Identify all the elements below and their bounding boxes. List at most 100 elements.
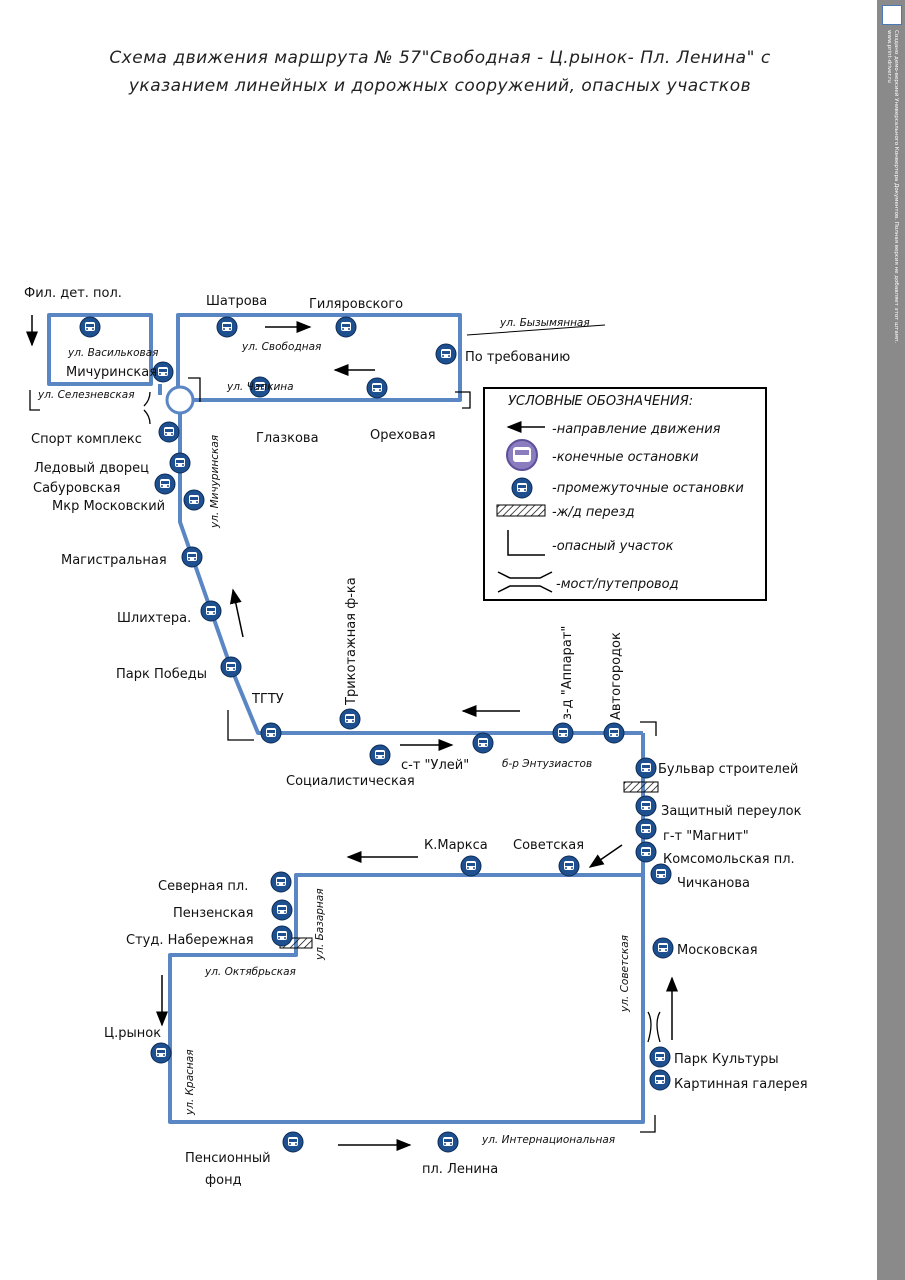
bus-stop-icon xyxy=(635,818,657,840)
street-labels: ул. Васильковая ул. Селезневская ул. Сво… xyxy=(37,317,631,1146)
stop-label: пл. Ленина xyxy=(422,1162,498,1177)
stop-label: Бульвар строителей xyxy=(658,762,798,777)
stop-label: з-д "Аппарат" xyxy=(560,626,575,720)
street-label: ул. Красная xyxy=(184,1049,196,1116)
direction-arrows xyxy=(26,315,678,1151)
stop-label: Мичуринская xyxy=(66,365,157,380)
stop-label: Социалистическая xyxy=(286,774,415,789)
bus-stop-icon xyxy=(650,863,672,885)
stop-label: фонд xyxy=(205,1173,242,1188)
stop-label: Гиляровского xyxy=(309,297,403,312)
danger-icon xyxy=(507,530,545,556)
bus-stop-icon xyxy=(558,855,580,877)
legend-item: -конечные остановки xyxy=(552,450,699,465)
legend: УСЛОВНЫЕ ОБОЗНАЧЕНИЯ: -направление движе… xyxy=(483,387,767,601)
street-label: ул. Мичуринская xyxy=(209,435,221,529)
stop-label: Магистральная xyxy=(61,553,167,568)
bus-stop-icon xyxy=(271,925,293,947)
stop-label: Северная пл. xyxy=(158,879,248,894)
street-label: ул. Бызымянная xyxy=(499,317,590,329)
rail-crossing-icon xyxy=(496,504,546,517)
watermark-logo xyxy=(882,5,902,25)
bus-stop-icon xyxy=(552,722,574,744)
bus-stop-icon xyxy=(220,656,242,678)
street-label: б-р Энтузиастов xyxy=(502,758,592,770)
stop-label: По требованию xyxy=(465,350,570,365)
rail-crossing-icon xyxy=(623,781,659,793)
legend-item: -ж/д перезд xyxy=(552,505,635,520)
stop-label: Ц.рынок xyxy=(104,1026,161,1041)
bus-stop-icon xyxy=(511,477,533,499)
bus-stop-icon xyxy=(335,316,357,338)
bus-stop-icon xyxy=(652,937,674,959)
map-title-line2: указанием линейных и дорожных сооружений… xyxy=(128,76,752,96)
bus-stop-icon xyxy=(472,732,494,754)
bus-stop-icon xyxy=(339,708,361,730)
bus-stop-icon xyxy=(649,1046,671,1068)
bus-stop-icon xyxy=(460,855,482,877)
stop-label: Ледовый дворец xyxy=(34,461,149,476)
bus-stop-icon xyxy=(603,722,625,744)
stop-label: с-т "Улей" xyxy=(401,758,469,773)
stop-label: Трикотажная ф-ка xyxy=(344,577,359,706)
stop-label: ТГТУ xyxy=(251,692,284,707)
stop-label: Шлихтера. xyxy=(117,611,191,626)
street-label: ул. Селезневская xyxy=(37,389,135,401)
stop-label: Чичканова xyxy=(677,876,750,891)
street-label: ул. Советская xyxy=(619,935,631,1013)
stop-label: Шатрова xyxy=(206,294,267,309)
street-label: ул. Базарная xyxy=(314,888,326,961)
stop-label: Комсомольская пл. xyxy=(663,852,795,867)
danger-sections xyxy=(29,377,657,1133)
stop-label: Парк Культуры xyxy=(674,1052,779,1067)
bus-stop-icon xyxy=(635,757,657,779)
bridge-icon xyxy=(497,571,553,593)
legend-item: -направление движения xyxy=(552,422,721,437)
street-label: ул. Октябрьская xyxy=(204,966,296,978)
stop-label: Мкр Московский xyxy=(52,499,165,514)
watermark-strip: Создано демо-версией Универсального Конв… xyxy=(877,0,905,1280)
stop-label: Защитный переулок xyxy=(661,804,802,819)
terminal-stop-icon xyxy=(506,439,538,471)
stop-label: г-т "Магнит" xyxy=(663,829,749,844)
bus-stop-icon xyxy=(154,473,176,495)
bus-stop-icon xyxy=(169,452,191,474)
bus-stop-icon xyxy=(183,489,205,511)
stop-label: Пенсионный xyxy=(185,1151,271,1166)
bus-stop-icon xyxy=(271,899,293,921)
stop-label: Сабуровская xyxy=(33,481,120,496)
bus-stop-icon xyxy=(181,546,203,568)
map-title-line1: Схема движения маршрута № 57"Свободная -… xyxy=(109,48,771,68)
street-leader-line xyxy=(466,324,606,336)
bus-stop-icon xyxy=(635,841,657,863)
bus-stop-icon xyxy=(200,600,222,622)
legend-item: -опасный участок xyxy=(552,539,674,554)
stop-label: Глазкова xyxy=(256,431,319,446)
stop-label: Картинная галерея xyxy=(674,1077,808,1092)
stop-label: Пензенская xyxy=(173,906,253,921)
stop-label: К.Маркса xyxy=(424,838,488,853)
street-label: ул. Свободная xyxy=(241,341,321,353)
legend-box xyxy=(483,387,767,601)
stop-label: Студ. Набережная xyxy=(126,933,254,948)
bus-stop-icon xyxy=(366,377,388,399)
bus-stop-icon xyxy=(635,795,657,817)
street-label: ул. Чапкина xyxy=(226,381,294,393)
stop-label: Спорт комплекс xyxy=(31,432,142,447)
bus-stop-icon xyxy=(260,722,282,744)
bus-stop-icon xyxy=(437,1131,459,1153)
legend-item: -мост/путепровод xyxy=(556,577,679,592)
bus-stop-icon xyxy=(79,316,101,338)
bus-stop-icon xyxy=(649,1069,671,1091)
bus-stop-icon xyxy=(270,871,292,893)
bus-stop-icon xyxy=(150,1042,172,1064)
legend-heading: УСЛОВНЫЕ ОБОЗНАЧЕНИЯ: xyxy=(508,394,693,409)
stop-label: Фил. дет. пол. xyxy=(24,286,122,301)
bridge-marks xyxy=(143,391,661,1043)
bus-stop-icon xyxy=(435,343,457,365)
watermark-text: Создано демо-версией Универсального Конв… xyxy=(886,30,899,344)
route-map: Фил. дет. пол. Шатрова Гиляровского По т… xyxy=(24,286,808,1188)
street-label: ул. Интернациональная xyxy=(481,1134,615,1146)
bus-stop-icon xyxy=(369,744,391,766)
street-label: ул. Васильковая xyxy=(67,347,158,359)
